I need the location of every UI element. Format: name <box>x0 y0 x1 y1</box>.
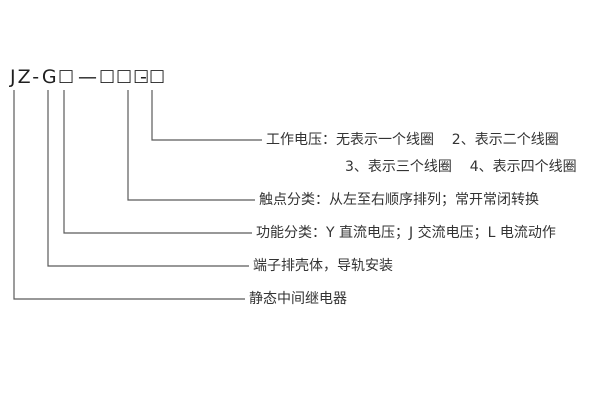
label-working-voltage-line2: 3、表示三个线圈 4、表示四个线圈 <box>345 159 577 175</box>
callout-line-relay-type <box>13 90 245 300</box>
function-placeholder-box-icon: □ <box>58 66 77 86</box>
callout-line-working-voltage <box>151 90 262 141</box>
label-working-voltage-line1: 工作电压：无表示一个线圈 2、表示二个线圈 <box>266 132 559 148</box>
model-code-dash: — <box>78 66 99 88</box>
contacts-placeholder-boxes-icon: □□□ <box>99 66 151 86</box>
callout-line-function <box>63 90 252 234</box>
label-contact-classification: 触点分类：从左至右顺序排列；常开常闭转换 <box>259 192 539 208</box>
callout-line-contacts <box>127 90 255 201</box>
label-terminal-housing: 端子排壳体，导轨安装 <box>253 258 393 274</box>
model-code-dash-2: - <box>140 66 149 88</box>
label-relay-type: 静态中间继电器 <box>249 291 347 307</box>
callout-line-housing <box>47 90 249 267</box>
model-code-prefix: JZ-G <box>10 66 59 88</box>
voltage-placeholder-box-icon: □ <box>149 66 168 86</box>
label-function-classification: 功能分类：Y 直流电压；J 交流电压；L 电流动作 <box>256 225 556 241</box>
